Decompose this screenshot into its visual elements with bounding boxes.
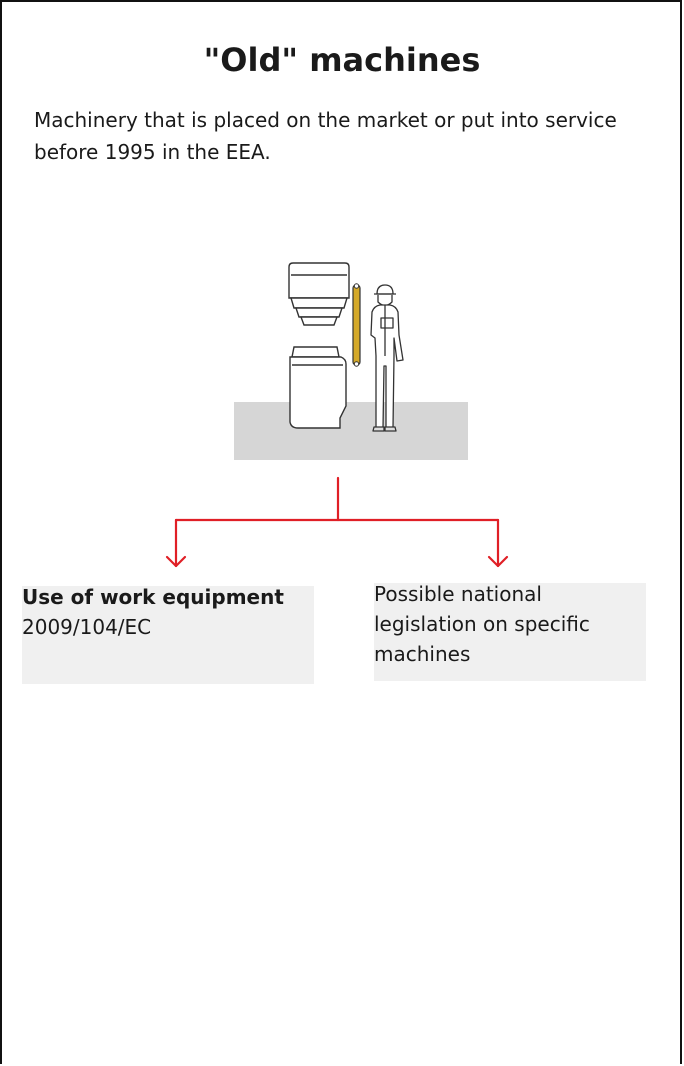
work-equipment-box: Use of work equipment 2009/104/EC bbox=[22, 585, 314, 684]
national-legislation-line-3: machines bbox=[374, 642, 471, 666]
national-legislation-line-2: legislation on specific bbox=[374, 612, 590, 636]
work-equipment-title: Use of work equipment bbox=[22, 585, 284, 609]
intro-text: Machinery that is placed on the market o… bbox=[34, 108, 617, 164]
page-title: "Old" machines bbox=[203, 41, 481, 79]
work-equipment-code: 2009/104/EC bbox=[22, 615, 152, 639]
national-legislation-box: Possible national legislation on specifi… bbox=[374, 582, 646, 681]
national-legislation-line-1: Possible national bbox=[374, 582, 542, 606]
